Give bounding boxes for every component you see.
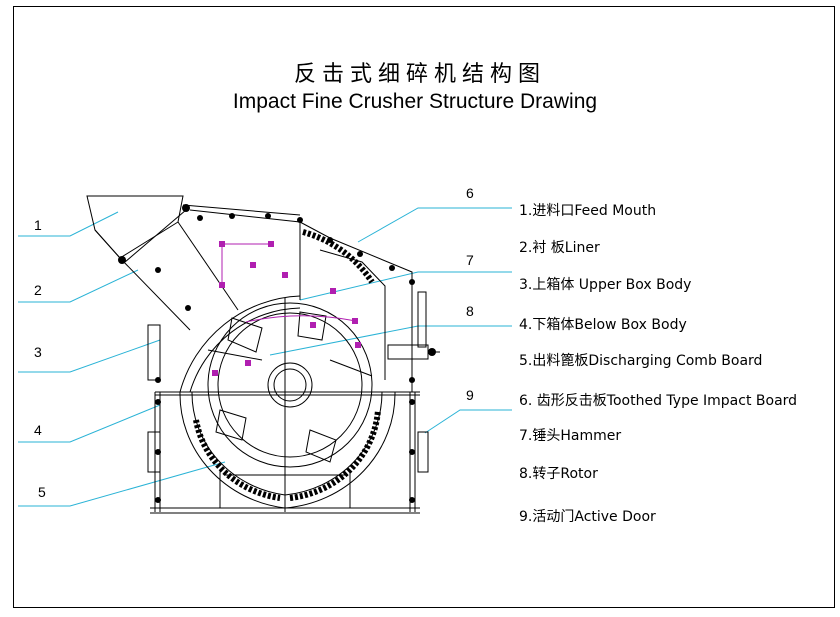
- legend-item-toothed-impact-board: 6. 齿形反击板Toothed Type Impact Board: [519, 393, 798, 409]
- callout-3: 3: [34, 344, 42, 360]
- callout-8: 8: [466, 303, 474, 319]
- bolts: [212, 241, 361, 376]
- legend-item-hammer: 7.锤头Hammer: [519, 428, 622, 444]
- leader-lines: [18, 207, 512, 507]
- title-english: Impact Fine Crusher Structure Drawing: [232, 90, 598, 113]
- legend-item-liner: 2.衬 板Liner: [519, 240, 600, 256]
- title-chinese: 反击式细碎机结构图: [293, 62, 546, 87]
- legend-item-rotor: 8.转子Rotor: [519, 466, 598, 482]
- comb-board-teeth: [193, 229, 381, 501]
- callout-9: 9: [466, 387, 474, 403]
- legend-item-below-box-body: 4.下箱体Below Box Body: [519, 317, 687, 333]
- callout-1: 1: [34, 217, 42, 233]
- callout-5: 5: [38, 484, 46, 500]
- legend-item-active-door: 9.活动门Active Door: [519, 509, 656, 525]
- callout-2: 2: [34, 282, 42, 298]
- callout-6: 6: [466, 185, 474, 201]
- legend-item-upper-box-body: 3.上箱体 Upper Box Body: [519, 277, 692, 293]
- fasteners: [118, 204, 436, 503]
- feed-mouth-shape: [86, 195, 184, 259]
- legend-item-feed-mouth: 1.进料口Feed Mouth: [519, 203, 657, 219]
- crusher-outline: [86, 195, 440, 514]
- legend-item-discharging-comb-board: 5.出料篦板Discharging Comb Board: [519, 353, 763, 369]
- callout-7: 7: [466, 252, 474, 268]
- drawing-frame: [13, 6, 835, 608]
- callout-4: 4: [34, 422, 42, 438]
